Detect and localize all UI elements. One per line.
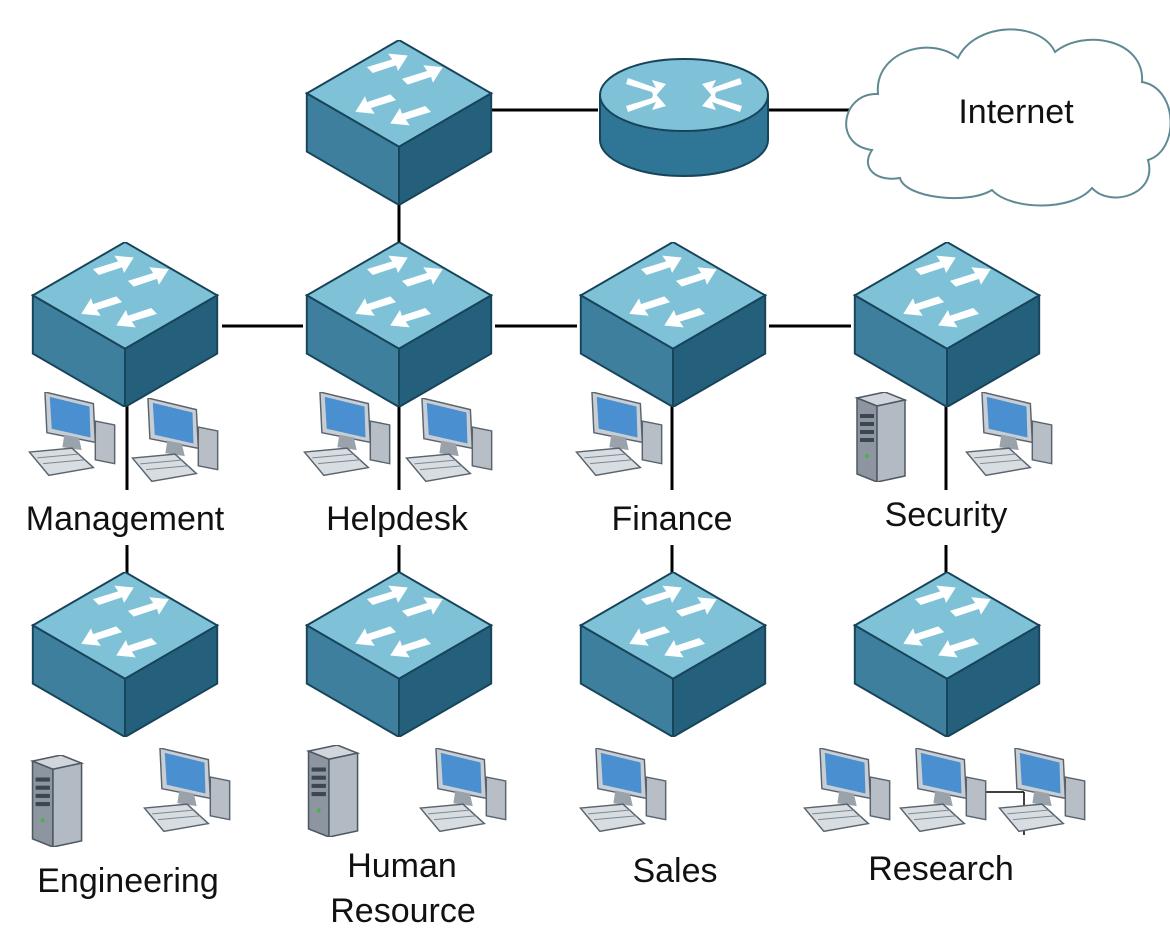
management-label: Management xyxy=(26,500,225,538)
router-icon xyxy=(599,58,769,177)
helpdesk-pc-2-icon xyxy=(405,398,493,483)
human-resource-pc-icon xyxy=(419,748,507,833)
human-resource-server-icon xyxy=(307,745,359,837)
management-switch-icon xyxy=(31,242,219,407)
sales-switch-icon xyxy=(579,572,767,737)
finance-label: Finance xyxy=(612,500,733,538)
security-pc-icon xyxy=(965,392,1053,477)
finance-switch-icon xyxy=(579,242,767,407)
sales-label: Sales xyxy=(632,852,717,890)
internet-label: Internet xyxy=(958,93,1074,131)
engineering-label: Engineering xyxy=(37,862,218,900)
finance-pc-icon xyxy=(575,392,663,477)
research-switch-icon xyxy=(853,572,1041,737)
helpdesk-switch-icon xyxy=(305,242,493,407)
helpdesk-label: Helpdesk xyxy=(326,500,469,538)
links xyxy=(125,108,1025,835)
human-resource-label-line-2: Resource xyxy=(330,892,476,930)
core-switch-icon xyxy=(305,40,493,205)
security-switch-icon xyxy=(853,242,1041,407)
engineering-server-icon xyxy=(31,755,83,847)
research-pc-2-icon xyxy=(899,748,987,833)
research-pc-1-icon xyxy=(803,748,891,833)
helpdesk-pc-1-icon xyxy=(303,392,391,477)
engineering-pc-icon xyxy=(143,748,231,833)
cloud-icon xyxy=(845,28,1170,207)
management-pc-2-icon xyxy=(131,398,219,483)
engineering-switch-icon xyxy=(31,572,219,737)
sales-pc-icon xyxy=(579,748,667,833)
security-server-icon xyxy=(856,392,906,482)
research-label: Research xyxy=(868,850,1014,888)
research-pc-3-icon xyxy=(998,748,1086,833)
security-label: Security xyxy=(885,496,1008,534)
human-resource-switch-icon xyxy=(305,572,493,737)
human-resource-label-line-1: Human xyxy=(347,847,457,885)
management-pc-1-icon xyxy=(28,392,116,477)
